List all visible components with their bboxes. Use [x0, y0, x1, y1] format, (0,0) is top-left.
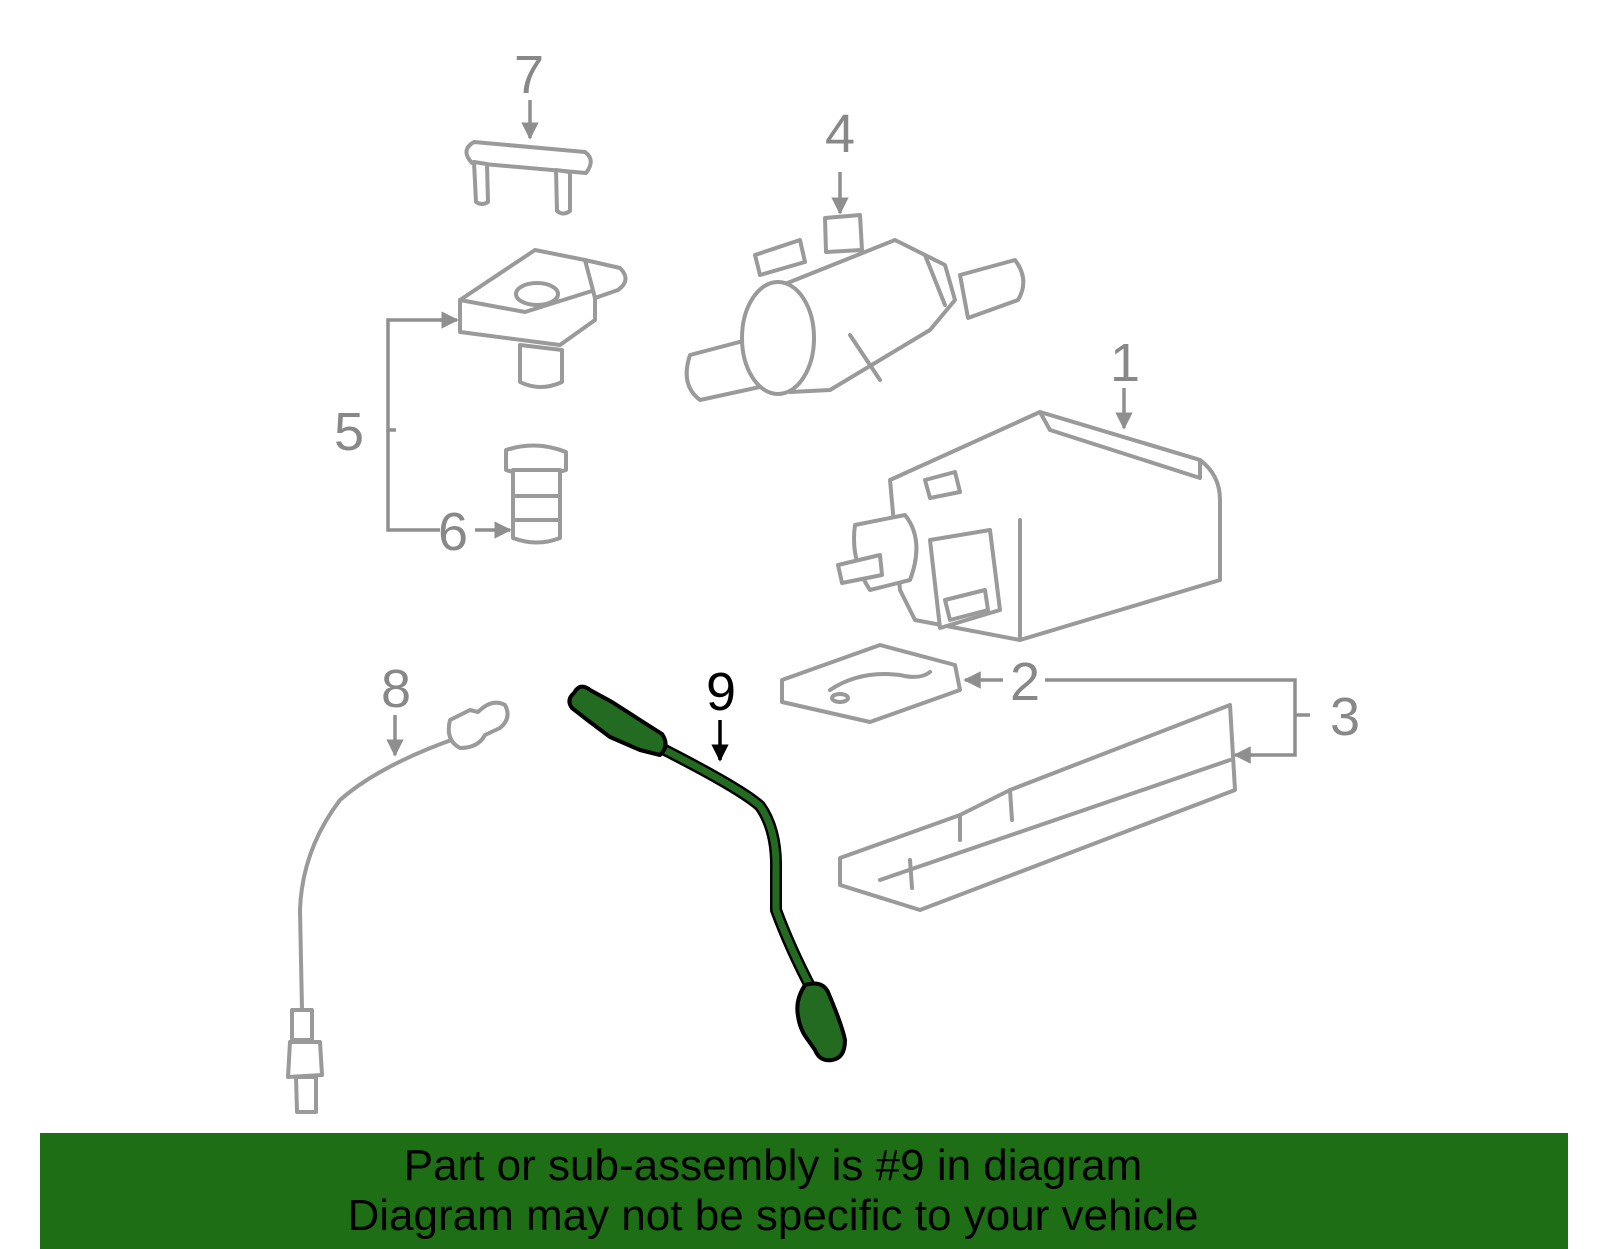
- part-7-clip: [464, 140, 593, 216]
- callout-5: 5: [334, 402, 364, 462]
- callout-labels: 7 4 1 5 6 2 3 8 9: [334, 45, 1360, 747]
- callout-6: 6: [438, 502, 468, 562]
- part-9-oxygen-sensor-highlighted: [567, 684, 847, 1063]
- leader-5-bracket: [386, 318, 455, 432]
- banner-line-1: Part or sub-assembly is #9 in diagram: [403, 1141, 1143, 1190]
- part-9-cable-inner: [651, 741, 816, 994]
- callout-7: 7: [514, 45, 544, 105]
- part-3-tray: [838, 703, 1237, 912]
- part-9-sensor-tip: [795, 981, 847, 1063]
- leader-5-lower: [386, 430, 440, 532]
- callout-1: 1: [1110, 333, 1140, 393]
- callout-8: 8: [381, 659, 411, 719]
- info-banner: Part or sub-assembly is #9 in diagram Di…: [40, 1133, 1568, 1249]
- callout-9: 9: [706, 662, 736, 722]
- part-4-purge-valve: [684, 213, 1026, 402]
- part-6-grommet: [504, 443, 568, 545]
- callout-3: 3: [1330, 687, 1360, 747]
- part-8-oxygen-sensor: [286, 700, 510, 1114]
- part-9-cable: [649, 739, 818, 996]
- callout-4: 4: [825, 104, 855, 164]
- part-2-bracket: [780, 643, 962, 724]
- callout-2: 2: [1010, 652, 1040, 712]
- leader-3-bracket: [1045, 678, 1297, 757]
- part-5-sensor: [458, 248, 628, 389]
- part-1-canister: [836, 410, 1222, 642]
- banner-line-2: Diagram may not be specific to your vehi…: [347, 1191, 1199, 1240]
- leader-lines: [386, 100, 1310, 764]
- part-9-connector: [567, 684, 668, 757]
